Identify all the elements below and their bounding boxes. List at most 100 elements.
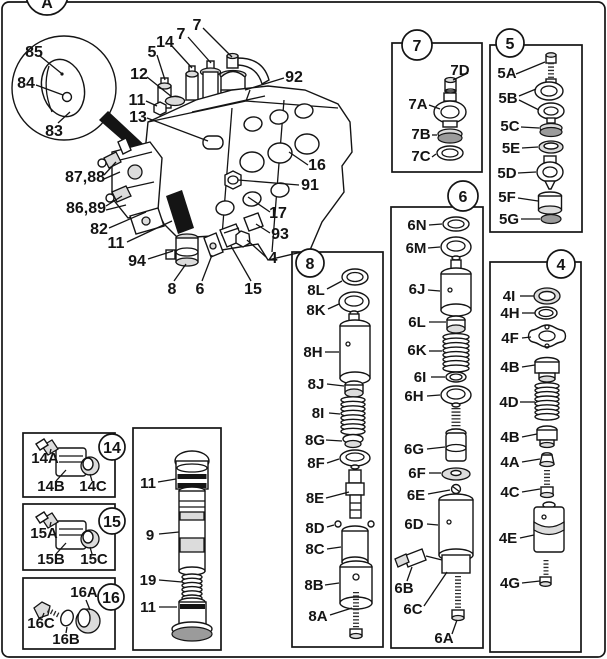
spool-11-black [166,190,194,234]
valve-93-part [243,212,264,232]
valve-body-block [143,85,353,261]
part-5D-drawing [536,155,564,190]
disc-83-drawing [40,58,86,118]
part-4D-spring-drawing [534,382,560,421]
callout-15B: 15B [37,551,65,568]
callout-86-89: 86,89 [66,200,106,217]
callout-4A: 4A [500,454,519,471]
callout-7A: 7A [408,96,427,113]
part-4B-drawing [534,356,560,383]
group-box-16: 16 16A 16C 16B [22,577,125,650]
callout-8I: 8I [312,405,325,422]
hex-plug-91 [224,170,242,190]
part-6D-drawing [438,493,474,574]
group-5-number: 5 [506,36,515,53]
part-6L-drawing [446,315,466,334]
callout-16A: 16A [70,584,98,601]
solenoid-valve-14-drawing [35,438,100,477]
group-14-number: 14 [103,440,121,457]
main-callout-leaders [103,27,309,282]
valve-4-part [235,230,251,248]
callout-11-lower: 11 [108,235,125,252]
callout-6H: 6H [404,388,423,405]
part-7D-drawing [444,76,457,94]
part-6G-drawing [445,408,467,462]
callout-6C: 6C [403,601,422,618]
callout-4H: 4H [500,305,519,322]
callout-8L: 8L [307,282,325,299]
group-7-balloon [401,29,433,61]
plug-12 [164,95,186,107]
relief-valve-94-8 [165,233,199,267]
part-6A-drawing [451,576,465,622]
callout-8: 8 [168,281,177,298]
part-6K-spring-drawing [442,332,470,373]
plug-16-drawing [33,601,101,634]
spool-box: 11 9 19 11 [132,427,222,651]
inlet-bracket-drawing [97,137,165,235]
callout-8B: 8B [304,577,323,594]
callout-6G: 6G [404,441,424,458]
group-8-balloon [295,248,325,278]
part-6E-drawing [450,483,462,495]
callout-8C: 8C [305,541,324,558]
port-low-1 [215,200,235,216]
part-6B-drawing [394,548,443,568]
part-4E-drawing [533,501,565,553]
part-4B2-drawing [536,425,558,449]
callout-8E: 8E [306,490,324,507]
callout-19-spring: 19 [140,572,157,589]
valve-assembly-drawing [97,52,353,267]
callout-9-spool: 9 [146,527,154,544]
port-mid-1 [239,151,265,173]
callout-14B: 14B [37,478,65,495]
group-6-number: 6 [459,189,468,206]
group-16-balloon [97,583,125,611]
part-8J-drawing [344,380,364,398]
callout-5B: 5B [498,90,517,107]
callout-14C: 14C [79,478,107,495]
callout-4B: 4B [500,359,519,376]
group-5-balloon [495,28,525,58]
group-16-number: 16 [102,590,120,607]
callout-8G: 8G [305,432,325,449]
part-4F-drawing [527,324,567,349]
callout-5: 5 [148,44,157,61]
callout-4B2: 4B [500,429,519,446]
callout-11-seal-top: 11 [140,475,156,492]
port-upper-2 [269,109,289,125]
part-7C-drawing [436,145,464,161]
callout-8H: 8H [303,344,322,361]
group-8-number: 8 [306,256,315,273]
callout-16: 16 [308,157,326,174]
part-5A-drawing [545,52,557,80]
group-14-balloon [98,433,126,461]
port-mid-3 [294,133,320,155]
part-8H-drawing [339,319,371,385]
callout-85: 85 [25,44,43,61]
part-5F-drawing [537,191,563,215]
part-8K-drawing [338,291,370,325]
callout-15C: 15C [80,551,108,568]
callout-15A: 15A [30,525,58,542]
valve-6-part [203,232,224,258]
callout-7-second: 7 [177,26,186,43]
callout-6J: 6J [409,281,426,298]
part-8D-drawing [334,520,375,528]
callout-11-seal-bottom: 11 [140,599,156,616]
port-13 [202,135,224,150]
part-4H-drawing [534,306,558,320]
callout-8K: 8K [306,302,325,319]
part-8G-drawing [342,433,364,449]
callout-12: 12 [130,66,148,83]
callout-4: 4 [269,250,278,267]
callout-6D: 6D [404,516,423,533]
callout-7D: 7D [450,62,469,79]
callout-17: 17 [269,205,287,222]
callout-14A: 14A [31,450,59,467]
callout-4F: 4F [501,330,519,347]
callout-93: 93 [271,226,289,243]
part-8E-drawing [345,469,365,519]
